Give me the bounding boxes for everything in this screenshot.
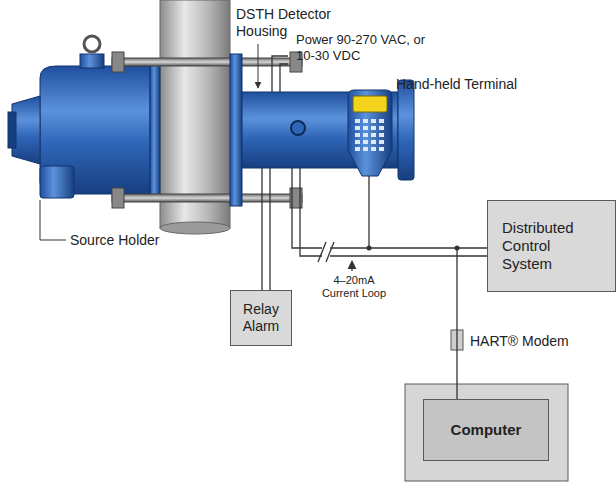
label-text: Power 90-270 VAC, or 10-30 VDC — [296, 32, 425, 63]
part-label: Hand-held Terminal — [396, 76, 536, 93]
label-text: Source Holder — [70, 232, 160, 248]
part-label: Source Holder — [70, 232, 180, 249]
wiring — [456, 248, 457, 256]
signal-label: 4–20mA Current Loop — [318, 274, 390, 300]
computer-box: Computer — [423, 399, 549, 461]
label-text: 4–20mA Current Loop — [322, 274, 386, 299]
detector-housing — [242, 80, 414, 180]
control-system-box: Distributed Control System — [487, 200, 616, 292]
alarm-box: Relay Alarm — [230, 290, 292, 346]
current-arrow — [351, 261, 352, 271]
computer-frame — [405, 384, 568, 481]
leader-line — [40, 200, 66, 240]
junction-dot — [367, 246, 372, 251]
node-text: Relay Alarm — [238, 301, 284, 335]
label-text: Hand-held Terminal — [396, 76, 517, 92]
label-text: HART® Modem — [470, 333, 569, 349]
hand-held-terminal — [348, 90, 392, 176]
leader-line — [258, 44, 259, 88]
signal-wire — [457, 256, 487, 399]
part-label: HART® Modem — [470, 333, 610, 350]
node-text: Computer — [451, 421, 522, 439]
cable-break — [318, 242, 334, 262]
node-text: Distributed Control System — [502, 219, 590, 273]
power-label: Power 90-270 VAC, or 10-30 VDC — [296, 32, 426, 63]
